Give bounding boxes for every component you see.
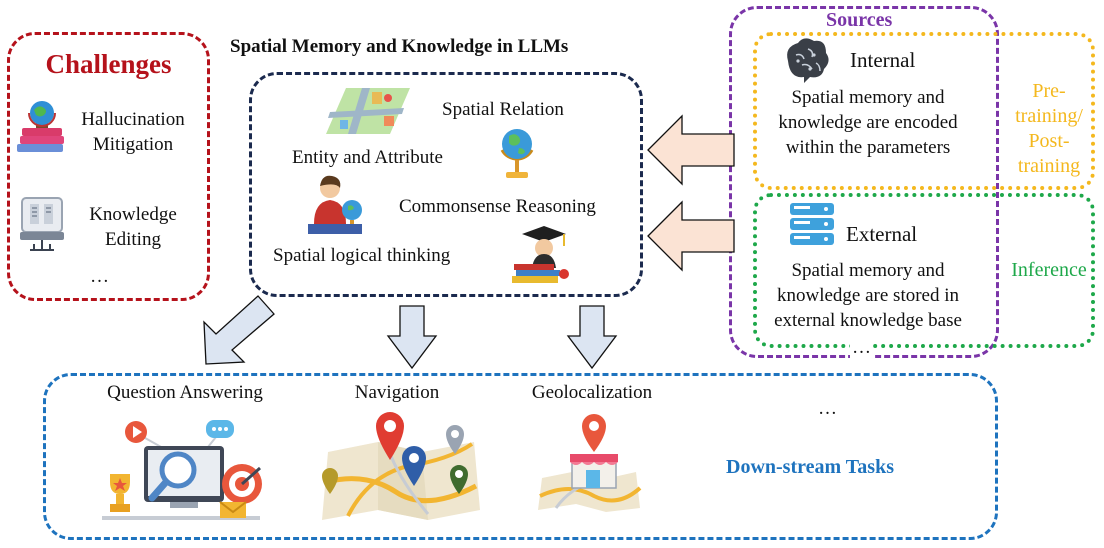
external-line-3: external knowledge base bbox=[774, 310, 962, 331]
challenges-box bbox=[7, 32, 210, 301]
challenges-more: … bbox=[90, 266, 109, 287]
arrow-core-to-geolocalization bbox=[566, 304, 618, 370]
globe-icon bbox=[494, 124, 540, 180]
external-line-1: Spatial memory and bbox=[791, 260, 945, 281]
external-line-2: knowledge are stored in bbox=[776, 285, 960, 306]
challenges-heading: Challenges bbox=[45, 49, 172, 79]
core-item-entity-attribute: Entity and Attribute bbox=[292, 147, 443, 168]
arrow-core-to-qa bbox=[196, 294, 278, 368]
internal-line-2: knowledge are encoded bbox=[778, 112, 958, 133]
internal-source-box bbox=[753, 32, 1095, 190]
internal-title: Internal bbox=[850, 48, 916, 72]
task-question-answering: Question Answering bbox=[107, 382, 263, 403]
server-database-icon bbox=[788, 202, 836, 250]
challenge-item-editing: Editing bbox=[105, 229, 161, 250]
challenge-item-knowledge: Knowledge bbox=[89, 204, 177, 225]
brain-icon bbox=[782, 37, 832, 83]
arrow-core-to-navigation bbox=[386, 304, 438, 370]
sources-more: … bbox=[850, 337, 873, 359]
downstream-tasks-box bbox=[43, 373, 998, 540]
external-title: External bbox=[846, 222, 918, 246]
sources-heading: Sources bbox=[824, 9, 895, 32]
task-geolocalization: Geolocalization bbox=[531, 382, 653, 403]
internal-line-1: Spatial memory and bbox=[791, 87, 945, 108]
downstream-tasks-label: Down-stream Tasks bbox=[726, 456, 894, 478]
geolocalization-icon bbox=[536, 412, 642, 512]
graduate-books-icon bbox=[512, 224, 572, 286]
globe-books-icon bbox=[14, 100, 68, 158]
tasks-more: … bbox=[818, 398, 837, 419]
core-item-logical: Spatial logical thinking bbox=[273, 245, 451, 266]
diagram-title: Spatial Memory and Knowledge in LLMs bbox=[230, 36, 569, 57]
arrow-external-to-core bbox=[646, 198, 736, 274]
teacher-icon bbox=[306, 174, 368, 236]
internal-phase-4: training bbox=[1017, 155, 1081, 177]
external-phase: Inference bbox=[1011, 259, 1087, 281]
internal-phase-2: training/ bbox=[1015, 105, 1083, 127]
challenge-item-mitigation: Mitigation bbox=[92, 134, 174, 155]
challenge-item-hallucination: Hallucination bbox=[81, 109, 185, 130]
internal-phase-3: Post- bbox=[1028, 130, 1070, 152]
city-map-icon bbox=[326, 86, 410, 136]
core-knowledge-box bbox=[249, 72, 643, 297]
knowledge-editing-icon bbox=[18, 196, 68, 254]
arrow-internal-to-core bbox=[646, 112, 736, 188]
task-navigation: Navigation bbox=[354, 382, 440, 403]
question-answering-icon bbox=[100, 414, 264, 522]
navigation-map-icon bbox=[318, 412, 484, 524]
core-item-spatial-relation: Spatial Relation bbox=[442, 99, 564, 120]
external-source-box bbox=[753, 193, 1095, 348]
internal-line-3: within the parameters bbox=[785, 137, 951, 158]
internal-phase-1: Pre- bbox=[1032, 80, 1066, 102]
core-item-commonsense: Commonsense Reasoning bbox=[399, 196, 596, 217]
